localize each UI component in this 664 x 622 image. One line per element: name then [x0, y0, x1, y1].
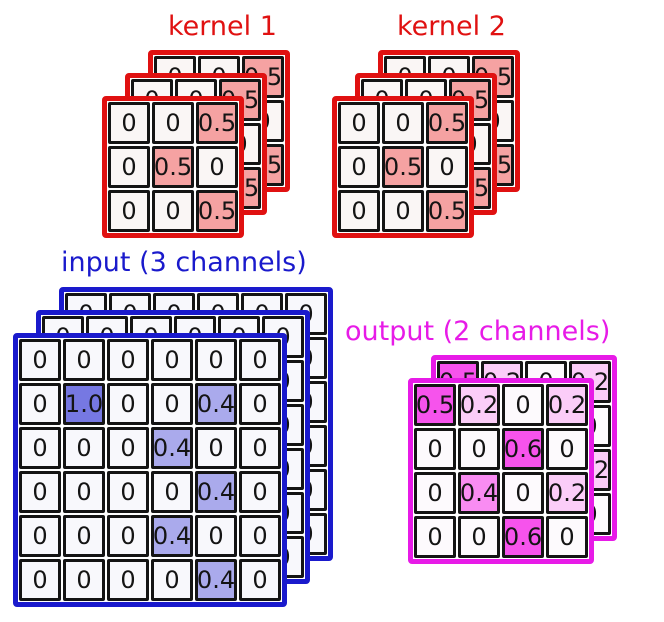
kernel1-cell: 0.5	[152, 146, 194, 188]
kernel1-cell: 0	[196, 146, 238, 188]
input-cell: 0	[239, 515, 281, 557]
input-cell: 0	[151, 383, 193, 425]
input-cell: 0	[19, 471, 61, 513]
output-cell: 0	[414, 472, 456, 514]
output-cell: 0	[458, 516, 500, 558]
input-cell: 0	[195, 339, 237, 381]
output-title: output (2 channels)	[345, 316, 611, 347]
kernel2-cell: 0.5	[426, 190, 468, 232]
input-cell: 0	[63, 515, 105, 557]
output-cell: 0.6	[502, 428, 544, 470]
kernel1-cell: 0	[108, 102, 150, 144]
kernel2-cell: 0	[426, 146, 468, 188]
input-cell: 0	[107, 559, 149, 601]
kernel2-cell: 0	[338, 190, 380, 232]
output-cell: 0	[546, 516, 588, 558]
kernel1-title: kernel 1	[168, 11, 277, 42]
kernel2-cell: 0.5	[382, 146, 424, 188]
input-cell: 0	[63, 559, 105, 601]
input-cell: 0	[239, 471, 281, 513]
input-cell: 0	[239, 559, 281, 601]
kernel1-cell: 0	[152, 102, 194, 144]
output-cell: 0.2	[458, 384, 500, 426]
input-cell: 0	[239, 383, 281, 425]
input-cell: 0.4	[195, 471, 237, 513]
kernel1-cell: 0	[152, 190, 194, 232]
kernel2-cell: 0	[338, 146, 380, 188]
input-cell: 0	[151, 339, 193, 381]
kernel2-cell: 0	[382, 102, 424, 144]
output-cell: 0	[502, 384, 544, 426]
input-cell: 0	[195, 515, 237, 557]
input-cell: 0	[63, 471, 105, 513]
input-cell: 0.4	[195, 383, 237, 425]
input-cell: 0	[107, 427, 149, 469]
kernel2-cell: 0	[338, 102, 380, 144]
input-cell: 0	[19, 559, 61, 601]
output-cell: 0	[458, 428, 500, 470]
input-cell: 0	[239, 339, 281, 381]
kernel1-cell: 0	[108, 190, 150, 232]
kernel2-cell: 0	[382, 190, 424, 232]
input-cell: 0.4	[151, 515, 193, 557]
input-cell: 0.4	[151, 427, 193, 469]
output-cell: 0	[414, 428, 456, 470]
output-cell: 0	[546, 428, 588, 470]
input-cell: 0	[63, 427, 105, 469]
output-cell: 0.2	[546, 384, 588, 426]
kernel2-title: kernel 2	[397, 11, 506, 42]
input-cell: 0	[107, 471, 149, 513]
input-cell: 1.0	[63, 383, 105, 425]
input-cell: 0	[195, 427, 237, 469]
input-cell: 0	[107, 515, 149, 557]
output-cell: 0.6	[502, 516, 544, 558]
output-cell: 0.2	[546, 472, 588, 514]
kernel1-cell: 0.5	[196, 190, 238, 232]
input-cell: 0	[63, 339, 105, 381]
output-cell: 0	[502, 472, 544, 514]
input-cell: 0	[19, 515, 61, 557]
kernel2-cell: 0.5	[426, 102, 468, 144]
input-cell: 0	[19, 339, 61, 381]
input-cell: 0	[19, 427, 61, 469]
kernel1-cell: 0	[108, 146, 150, 188]
output-cell: 0	[414, 516, 456, 558]
input-cell: 0	[107, 383, 149, 425]
input-cell: 0	[107, 339, 149, 381]
input-cell: 0.4	[195, 559, 237, 601]
input-cell: 0	[19, 383, 61, 425]
input-title: input (3 channels)	[61, 247, 307, 278]
input-cell: 0	[151, 559, 193, 601]
kernel1-cell: 0.5	[196, 102, 238, 144]
output-cell: 0.4	[458, 472, 500, 514]
input-cell: 0	[151, 471, 193, 513]
output-cell: 0.5	[414, 384, 456, 426]
input-cell: 0	[239, 427, 281, 469]
